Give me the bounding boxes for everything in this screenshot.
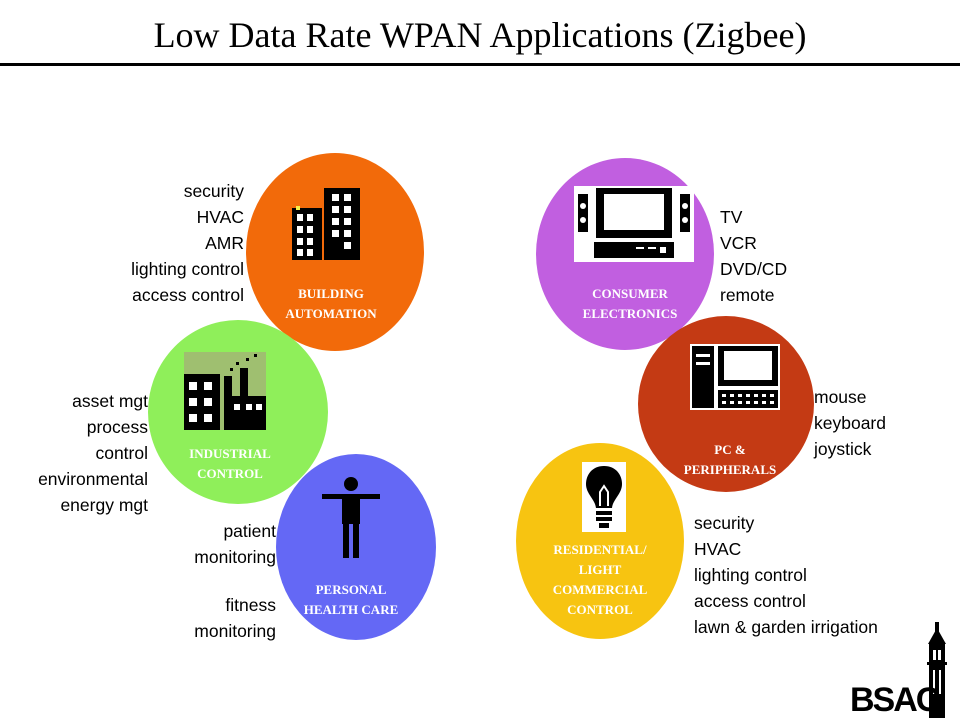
light-bulb-icon <box>582 462 626 532</box>
title-underline <box>0 63 960 66</box>
industrial-control-label: INDUSTRIAL CONTROL <box>165 444 295 484</box>
bsac-logo: BSAC <box>850 681 940 719</box>
consumer-label-line-2: ELECTRONICS <box>582 306 678 321</box>
list-item: patient <box>223 521 276 541</box>
residential-label-line-4: CONTROL <box>567 602 633 617</box>
residential-label-line-2: LIGHT <box>578 562 622 577</box>
list-item: lawn & garden irrigation <box>694 617 878 637</box>
list-item: access control <box>694 591 806 611</box>
list-item: security <box>183 181 244 201</box>
list-item: fitness <box>225 595 276 615</box>
building-label-line-1: BUILDING <box>298 286 364 301</box>
personal-health-care-label: PERSONAL HEALTH CARE <box>286 580 416 620</box>
list-item: HVAC <box>196 207 244 227</box>
list-item: VCR <box>720 233 757 253</box>
office-buildings-icon <box>292 188 360 260</box>
list-item: asset mgt <box>72 391 148 411</box>
residential-control-list: security HVAC lighting control access co… <box>694 510 878 640</box>
pc-peripherals-label: PC & PERIPHERALS <box>665 440 795 480</box>
pc-label-line-2: PERIPHERALS <box>683 462 777 477</box>
list-item: remote <box>720 285 775 305</box>
list-item: lighting control <box>131 259 244 279</box>
tv-stereo-icon <box>574 186 694 262</box>
list-item: HVAC <box>694 539 742 559</box>
factory-icon <box>184 352 266 430</box>
list-item: AMR <box>205 233 244 253</box>
list-item: security <box>694 513 755 533</box>
person-icon <box>322 477 380 558</box>
industrial-control-list: asset mgt process control environmental … <box>38 388 148 518</box>
building-automation-list: security HVAC AMR lighting control acces… <box>131 178 244 308</box>
list-item: lighting control <box>694 565 807 585</box>
list-item: access control <box>132 285 244 305</box>
industrial-label-line-2: CONTROL <box>197 466 263 481</box>
list-item: TV <box>720 207 743 227</box>
list-item: joystick <box>814 439 872 459</box>
list-item: monitoring <box>194 621 276 641</box>
list-item <box>194 570 276 592</box>
health-label-line-2: HEALTH CARE <box>303 602 399 617</box>
slide-title: Low Data Rate WPAN Applications (Zigbee) <box>153 15 807 55</box>
list-item: monitoring <box>194 547 276 567</box>
list-item: environmental <box>38 469 148 489</box>
pc-label-line-1: PC & <box>714 442 746 457</box>
list-item: control <box>95 443 148 463</box>
pc-peripherals-list: mouse keyboard joystick <box>814 384 886 462</box>
consumer-electronics-label: CONSUMER ELECTRONICS <box>560 284 700 324</box>
list-item: process <box>86 417 148 437</box>
residential-label-line-1: RESIDENTIAL/ <box>553 542 647 557</box>
residential-control-label: RESIDENTIAL/ LIGHT COMMERCIAL CONTROL <box>530 540 670 620</box>
health-label-line-1: PERSONAL <box>315 582 387 597</box>
list-item: keyboard <box>814 413 886 433</box>
computer-icon <box>690 344 780 410</box>
residential-label-line-3: COMMERCIAL <box>552 582 648 597</box>
building-label-line-2: AUTOMATION <box>285 306 377 321</box>
building-automation-label: BUILDING AUTOMATION <box>266 284 396 324</box>
industrial-label-line-1: INDUSTRIAL <box>189 446 271 461</box>
list-item: mouse <box>814 387 867 407</box>
personal-health-care-list: patient monitoring fitness monitoring <box>194 518 276 644</box>
consumer-label-line-1: CONSUMER <box>592 286 668 301</box>
consumer-electronics-list: TV VCR DVD/CD remote <box>720 204 787 308</box>
list-item: energy mgt <box>60 495 148 515</box>
campanile-tower-icon <box>927 622 947 718</box>
list-item: DVD/CD <box>720 259 788 279</box>
